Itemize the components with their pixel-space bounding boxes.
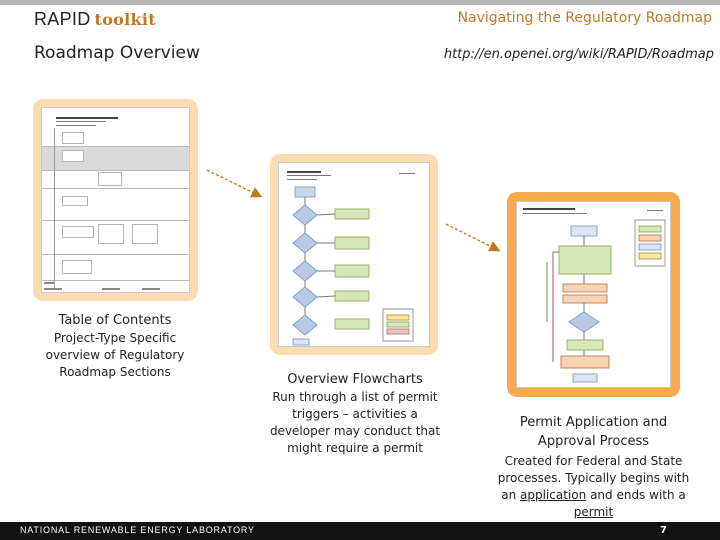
page-title: Roadmap Overview [34, 43, 200, 63]
flowchart-title: Overview Flowcharts [287, 372, 423, 387]
process-shapes [546, 219, 666, 383]
roadmap-url: http://en.openei.org/wiki/RAPID/Roadmap [443, 47, 714, 62]
brand-main: RAPID [34, 9, 91, 29]
permit-link-permit[interactable]: permit [573, 505, 614, 519]
toc-title: Table of Contents [58, 313, 172, 328]
permit-process-thumbnail [516, 201, 671, 388]
flowchart-caption: Overview Flowcharts Run through a list o… [262, 371, 448, 457]
toc-thumbnail [41, 107, 190, 293]
permit-link-application[interactable]: application [520, 488, 587, 502]
lab-name: NATIONAL RENEWABLE ENERGY LABORATORY [20, 525, 255, 535]
top-bar [0, 0, 720, 5]
footer-bar: NATIONAL RENEWABLE ENERGY LABORATORY 7 [0, 522, 720, 540]
permit-title: Permit Application and Approval Process [519, 415, 668, 449]
permit-description-b: and ends with a [590, 488, 686, 502]
permit-process-frame [507, 192, 680, 397]
permit-caption: Permit Application and Approval Process … [490, 413, 697, 521]
arrow-toc-to-flowchart [206, 169, 263, 198]
page-number: 7 [660, 525, 667, 536]
flowchart-description: Run through a list of permit triggers – … [269, 390, 441, 455]
flowchart-shapes [292, 186, 414, 346]
toc-description: Project-Type Specific overview of Regula… [45, 331, 185, 379]
permit-description-a: Created for Federal and State processes.… [497, 454, 690, 502]
brand-toolkit: toolkit [94, 10, 156, 29]
flowchart-frame [270, 154, 438, 355]
flowchart-thumbnail [278, 162, 430, 347]
toc-caption: Table of Contents Project-Type Specific … [30, 312, 200, 381]
section-title: Navigating the Regulatory Roadmap [457, 10, 712, 26]
arrow-flowchart-to-permit [445, 223, 501, 252]
toc-frame [33, 99, 198, 301]
